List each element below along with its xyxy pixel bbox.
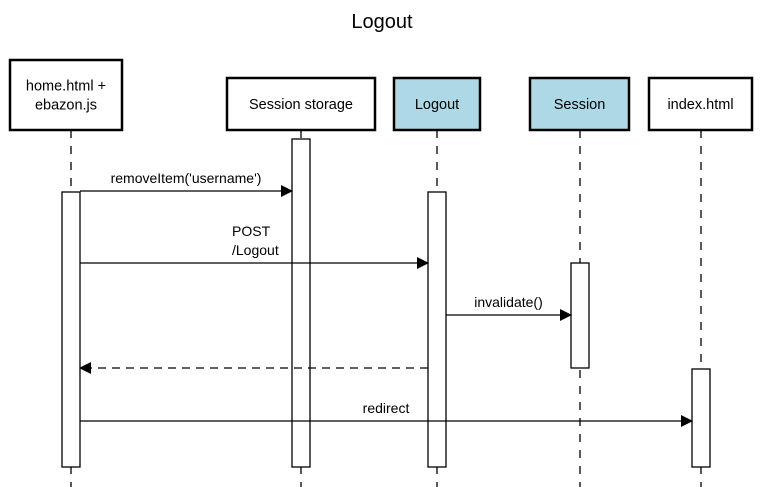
participant-index: index.html (647, 76, 754, 132)
participant-label-logout: Logout (415, 97, 459, 113)
participant-session: Session (528, 76, 631, 132)
message-1: removeItem('username') (80, 170, 293, 197)
message-label: redirect (363, 400, 410, 416)
participant-box-storage (225, 76, 377, 132)
participant-label-home: home.html + (26, 79, 106, 95)
participant-logout: Logout (392, 76, 482, 132)
message-2: POST/Logout (80, 223, 429, 269)
participant-storage: Session storage (225, 76, 377, 132)
activation-storage (291, 138, 311, 468)
activation-logout (427, 191, 447, 468)
message-3: invalidate() (446, 294, 572, 321)
participant-label-session: Session (554, 97, 606, 113)
participant-box-logout (392, 76, 482, 132)
participant-label-storage: Session storage (249, 97, 353, 113)
message-label: POST (232, 223, 271, 239)
message-5: redirect (80, 400, 693, 427)
participant-box-index (647, 76, 754, 132)
participant-box-home (8, 58, 124, 132)
participant-home: home.html + ebazon.js (8, 58, 124, 132)
message-label: /Logout (232, 242, 279, 258)
message-label: invalidate() (474, 294, 542, 310)
message-label: removeItem('username') (111, 170, 262, 186)
activation-session (570, 262, 590, 369)
participant-box-session (528, 76, 631, 132)
activation-index (691, 368, 711, 468)
participant-label-home: ebazon.js (35, 98, 97, 114)
diagram-title: Logout (351, 11, 413, 33)
activation-home (61, 191, 81, 468)
participant-label-index: index.html (667, 97, 733, 113)
